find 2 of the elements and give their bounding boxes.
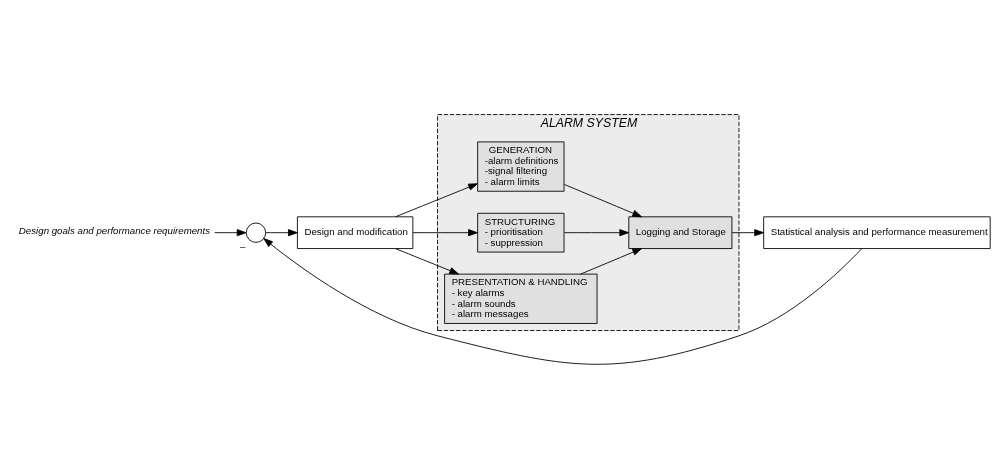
node-text: Design goals and performance requirements [18,224,211,236]
node-label: – [240,240,246,252]
